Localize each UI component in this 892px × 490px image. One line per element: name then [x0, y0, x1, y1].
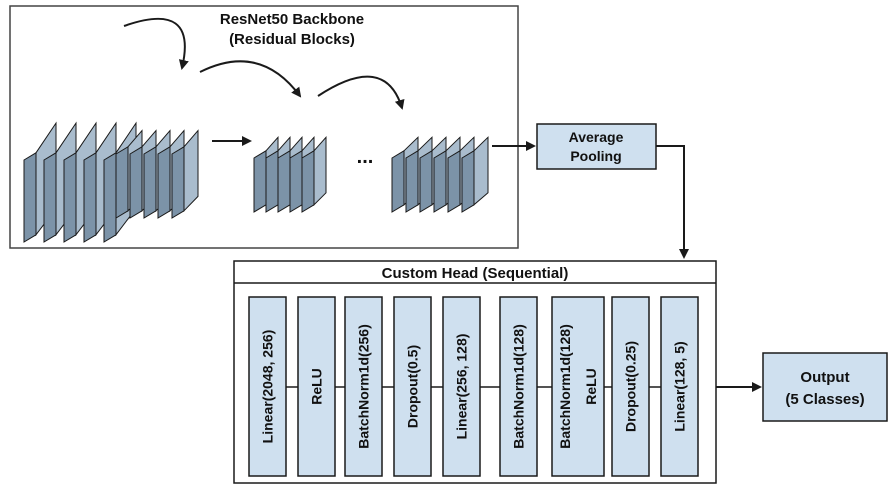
- block-plate-side: [277, 149, 291, 213]
- head-layer-box: BatchNorm1d(128): [499, 296, 538, 477]
- block-plate: [313, 135, 327, 207]
- block-plate-side: [129, 145, 143, 219]
- block-plate-side: [253, 149, 267, 213]
- block-plate-side: [103, 151, 117, 243]
- head-layer-box: Dropout(0.25): [611, 296, 650, 477]
- ellipsis-text: ...: [357, 146, 374, 168]
- backbone-subtitle: (Residual Blocks): [229, 31, 355, 48]
- block-plate-side: [43, 151, 57, 243]
- block-plate-side: [63, 151, 77, 243]
- residual-block-stack-2: [115, 129, 199, 219]
- head-layer-label: Linear(2048, 256): [260, 330, 276, 444]
- custom-head-title: Custom Head (Sequential): [382, 265, 569, 282]
- head-layer-rect: [660, 296, 699, 477]
- head-layer-rect: [442, 296, 481, 477]
- block-plate: [473, 136, 489, 206]
- head-layer-label: Dropout(0.5): [405, 345, 421, 428]
- residual-block-stacks: [23, 121, 489, 243]
- head-layer-rect: [393, 296, 432, 477]
- residual-block-stack-4: [391, 136, 489, 213]
- head-layer-rect: [344, 296, 383, 477]
- head-layer-box: BatchNorm1d(128) ReLU: [551, 296, 605, 477]
- block-plate-side: [301, 149, 315, 213]
- skip-connection-arrow-3: [317, 75, 405, 110]
- head-layer-label: ReLU: [309, 368, 325, 405]
- output-line1: Output: [800, 369, 849, 386]
- block-plate-side: [405, 149, 419, 213]
- average-pooling-box: Average Pooling: [536, 123, 657, 170]
- block-plate-side: [391, 149, 405, 213]
- head-layer-box: ReLU: [297, 296, 336, 477]
- head-layer-rect: [297, 296, 336, 477]
- head-layer-box: Linear(256, 128): [442, 296, 481, 477]
- residual-block-stack-3: [253, 135, 327, 213]
- block-plate-side: [83, 151, 97, 243]
- block-plate-side: [143, 145, 157, 219]
- head-layer-box: Dropout(0.5): [393, 296, 432, 477]
- head-layer-box: Linear(2048, 256): [248, 296, 287, 477]
- block-plate-side: [289, 149, 303, 213]
- pooling-line2: Pooling: [570, 148, 621, 164]
- head-layer-label: ReLU: [583, 368, 599, 405]
- pooling-line1: Average: [569, 129, 624, 145]
- custom-head-panel: Custom Head (Sequential) Linear(2048, 25…: [233, 260, 717, 484]
- output-box: Output (5 Classes): [762, 352, 888, 422]
- backbone-title: ResNet50 Backbone: [220, 11, 364, 28]
- block-plate-side: [419, 149, 433, 213]
- output-line2: (5 Classes): [785, 391, 864, 408]
- head-layer-box: Linear(128, 5): [660, 296, 699, 477]
- head-layer-label: BatchNorm1d(128): [557, 324, 573, 448]
- head-layer-rect: [551, 296, 605, 477]
- block-plate-side: [171, 145, 185, 219]
- skip-connection-arrow-1: [123, 17, 189, 70]
- pooling-to-head-arrow: [656, 145, 689, 259]
- head-layer-rect: [611, 296, 650, 477]
- block-plate-side: [115, 145, 129, 219]
- head-layer-label: Linear(256, 128): [454, 334, 470, 440]
- block-plate-side: [157, 145, 171, 219]
- backbone-panel: ResNet50 Backbone (Residual Blocks) ...: [9, 5, 519, 249]
- block-plate: [183, 129, 199, 213]
- skip-connection-arrow-2: [199, 60, 302, 98]
- block-plate-side: [433, 149, 447, 213]
- head-layer-rect: [499, 296, 538, 477]
- head-layers: Linear(2048, 256) ReLU BatchNorm1d(256) Dro…: [248, 296, 699, 477]
- block-plate-side: [265, 149, 279, 213]
- block-plate-side: [461, 149, 475, 213]
- block-plate-side: [447, 149, 461, 213]
- head-layer-label: BatchNorm1d(128): [511, 324, 527, 448]
- block-plate-side: [23, 151, 37, 243]
- head-layer-label: Linear(128, 5): [672, 341, 688, 431]
- head-layer-box: BatchNorm1d(256): [344, 296, 383, 477]
- head-layer-label: BatchNorm1d(256): [356, 324, 372, 448]
- head-layer-label: Dropout(0.25): [623, 341, 639, 432]
